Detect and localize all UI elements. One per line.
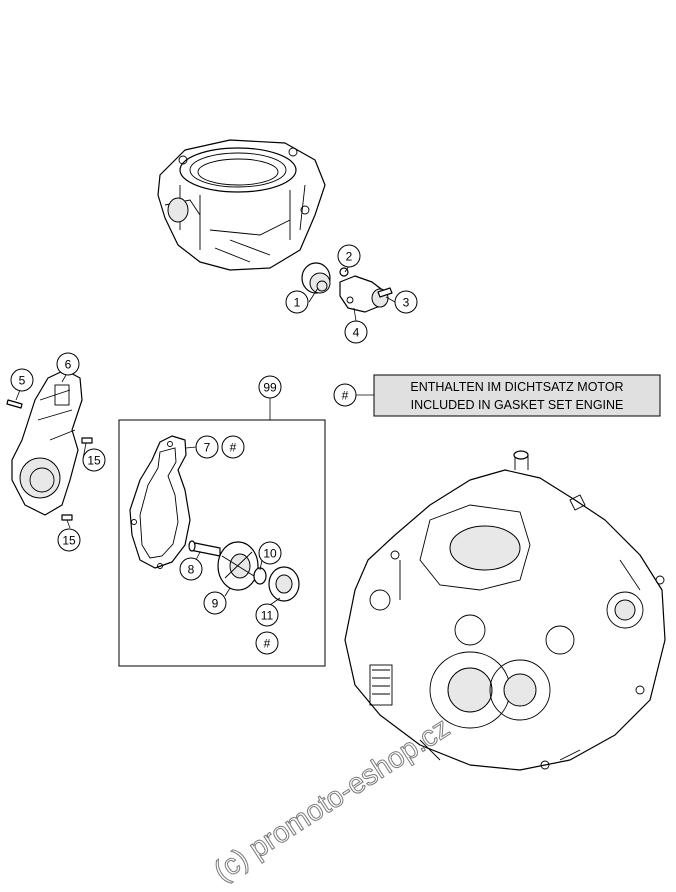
callout-11: 11 xyxy=(255,603,279,627)
housing-screw-part xyxy=(377,287,393,298)
leader-lines xyxy=(15,265,396,606)
callout-10: 10 xyxy=(258,541,282,565)
engine-case-part xyxy=(344,450,666,771)
callout-15-upper-label: 15 xyxy=(87,454,101,468)
callout-3: 3 xyxy=(394,290,418,314)
callout-15-upper: 15 xyxy=(82,448,106,472)
callout-11-label: 11 xyxy=(261,609,274,623)
callout-3-label: 3 xyxy=(403,296,410,310)
thermostat-part xyxy=(301,262,331,294)
dowel-pin-upper-part xyxy=(81,437,93,444)
callout-5-label: 5 xyxy=(19,374,26,388)
legend-line-1: ENTHALTEN IM DICHTSATZ MOTOR xyxy=(410,380,623,394)
callout-8-label: 8 xyxy=(188,563,195,577)
callout-7-label: 7 xyxy=(204,441,211,455)
legend-line-2: INCLUDED IN GASKET SET ENGINE xyxy=(411,398,624,412)
callout-hash-11: # xyxy=(255,631,279,655)
callout-6-label: 6 xyxy=(65,358,72,372)
callout-hash-7: # xyxy=(221,435,245,459)
callout-9-label: 9 xyxy=(212,597,219,611)
callout-1-label: 1 xyxy=(294,296,301,310)
impeller-part xyxy=(217,541,259,591)
callout-15-lower-label: 15 xyxy=(62,534,76,548)
callout-hash-7-label: # xyxy=(230,441,237,455)
callout-15-lower: 15 xyxy=(57,528,81,552)
callout-2: 2 xyxy=(337,244,361,268)
cover-screw-part xyxy=(6,399,23,409)
repair-kit-frame xyxy=(118,419,326,667)
callout-5: 5 xyxy=(10,368,34,392)
water-pump-gasket-part xyxy=(129,435,191,569)
callout-2-label: 2 xyxy=(346,250,353,264)
callout-4-label: 4 xyxy=(353,326,360,340)
water-pump-cover-part xyxy=(11,369,83,516)
legend-box: ENTHALTEN IM DICHTSATZ MOTOR INCLUDED IN… xyxy=(373,374,661,417)
callout-1: 1 xyxy=(285,290,309,314)
callout-6: 6 xyxy=(56,352,80,376)
callout-7: 7 xyxy=(195,435,219,459)
washer-part xyxy=(253,567,267,585)
shaft-seal-part xyxy=(268,566,300,602)
callout-99: 99 xyxy=(258,375,282,399)
callout-4: 4 xyxy=(344,320,368,344)
callout-10-label: 10 xyxy=(263,547,277,561)
watermark-text: (c) promoto-eshop.cz xyxy=(208,712,455,888)
callout-9: 9 xyxy=(203,591,227,615)
dowel-pin-lower-part xyxy=(61,514,73,521)
callout-99-label: 99 xyxy=(263,381,277,395)
callout-hash-legend-label: # xyxy=(342,389,349,403)
callout-hash-legend: # xyxy=(333,383,357,407)
impeller-shaft-part xyxy=(188,540,221,557)
cylinder-part xyxy=(157,139,326,271)
callout-8: 8 xyxy=(179,557,203,581)
callout-hash-11-label: # xyxy=(264,637,271,651)
